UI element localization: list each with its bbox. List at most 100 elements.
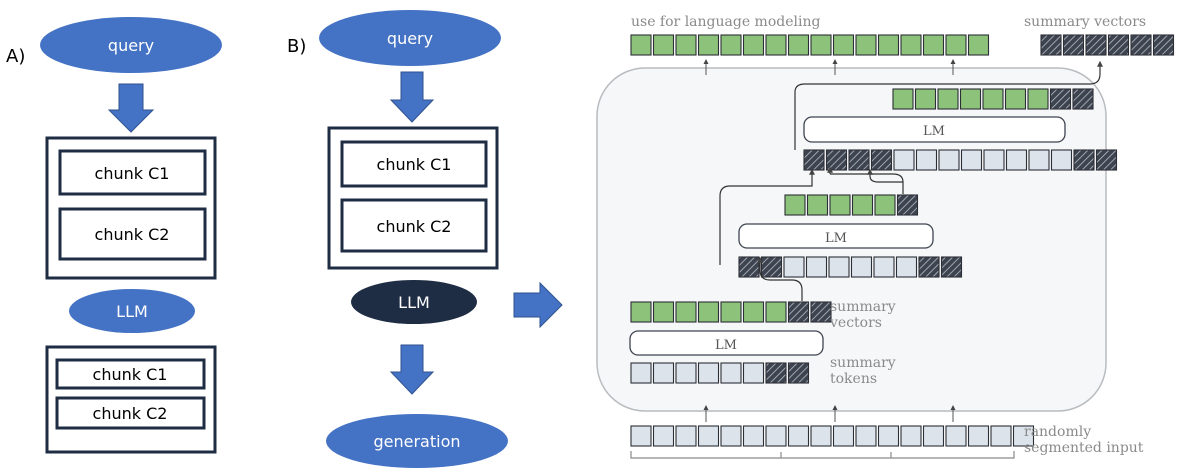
chunk-box	[55, 358, 206, 390]
lm-box	[738, 223, 934, 249]
lm-label: LM	[715, 338, 737, 353]
input-token	[1028, 149, 1050, 171]
summary-tokens-label: tokens	[830, 371, 877, 387]
input-token	[738, 256, 760, 278]
input-token	[1050, 149, 1073, 171]
input-token	[832, 425, 855, 447]
input-token	[990, 425, 1012, 447]
generation-node	[326, 414, 508, 468]
output-token	[829, 194, 851, 216]
output-token	[1072, 88, 1094, 110]
chunk-label: chunk C2	[377, 217, 452, 236]
query-node	[319, 10, 501, 66]
llm-label: LLM	[116, 302, 148, 321]
down-arrow-icon	[389, 71, 435, 123]
output-token	[1049, 88, 1072, 110]
output-token	[922, 34, 945, 56]
input-token	[630, 425, 652, 447]
panel-b-label: B)	[287, 36, 306, 57]
chunk-box	[340, 140, 488, 188]
input-token	[967, 425, 990, 447]
input-token	[720, 425, 742, 447]
input-token	[652, 362, 675, 384]
output-token	[806, 194, 829, 216]
input-token	[828, 256, 850, 278]
summary-tokens-label: summary	[830, 355, 896, 371]
output-token	[877, 34, 900, 56]
output-token	[720, 301, 742, 323]
chunk-box	[340, 198, 488, 253]
summary-vector-token	[1062, 34, 1085, 56]
input-token	[805, 256, 828, 278]
output-token	[937, 88, 959, 110]
output-token	[855, 34, 877, 56]
output-token	[630, 34, 652, 56]
lm-label: LM	[825, 231, 847, 246]
output-token	[959, 88, 982, 110]
chunk-label: chunk C2	[93, 404, 168, 423]
input-token	[803, 149, 825, 171]
summary-vectors-label: summary	[830, 299, 896, 315]
output-token	[697, 34, 720, 56]
output-token	[784, 194, 806, 216]
input-token	[855, 425, 877, 447]
output-token	[982, 88, 1004, 110]
output-token	[697, 301, 720, 323]
lm-box	[629, 330, 824, 356]
output-token	[874, 194, 896, 216]
input-token	[848, 149, 870, 171]
input-token	[960, 149, 983, 171]
input-token	[720, 362, 742, 384]
output-token	[765, 34, 787, 56]
input-token	[760, 256, 783, 278]
query-node	[40, 17, 222, 73]
summary-vectors-top-label: summary vectors	[1024, 14, 1146, 30]
input-token	[938, 149, 960, 171]
input-token	[983, 149, 1005, 171]
input-token	[630, 362, 652, 384]
output-token	[787, 34, 810, 56]
summary-vector-token	[1107, 34, 1130, 56]
right-arrow-icon	[513, 281, 563, 329]
input-label: segmented input	[1024, 440, 1144, 456]
output-token	[652, 34, 675, 56]
down-arrow-icon	[389, 344, 435, 395]
output-token	[945, 34, 967, 56]
panel-a-label: A)	[6, 46, 25, 67]
input-token	[742, 425, 765, 447]
output-token	[787, 301, 810, 323]
output-token	[675, 301, 697, 323]
output-token	[832, 34, 855, 56]
summary-flow-arrow	[867, 168, 903, 183]
output-token	[851, 194, 874, 216]
output-token	[810, 34, 832, 56]
input-token	[877, 425, 900, 447]
panel-c: use for language modeling summary vector…	[596, 14, 1175, 459]
output-token	[914, 88, 937, 110]
query-label: query	[387, 29, 433, 48]
chunk-box	[58, 207, 207, 261]
input-token	[1005, 149, 1028, 171]
output-token	[967, 34, 990, 56]
lm-label: LM	[923, 124, 945, 139]
summary-vector-token	[1040, 34, 1062, 56]
input-token	[915, 149, 938, 171]
input-token	[850, 256, 873, 278]
chunk-label: chunk C1	[95, 164, 170, 183]
chunk-label: chunk C2	[95, 225, 170, 244]
input-token	[870, 149, 893, 171]
input-token	[652, 425, 675, 447]
input-token	[922, 425, 945, 447]
summary-vector-token	[1152, 34, 1175, 56]
lm-box	[803, 116, 1066, 143]
output-token	[900, 34, 922, 56]
input-token	[900, 425, 922, 447]
input-token	[873, 256, 895, 278]
generation-label: generation	[373, 432, 460, 451]
summary-vectors-label: vectors	[829, 315, 882, 331]
input-token	[765, 362, 787, 384]
input-token	[765, 425, 787, 447]
output-token	[1027, 88, 1049, 110]
input-token	[787, 425, 810, 447]
